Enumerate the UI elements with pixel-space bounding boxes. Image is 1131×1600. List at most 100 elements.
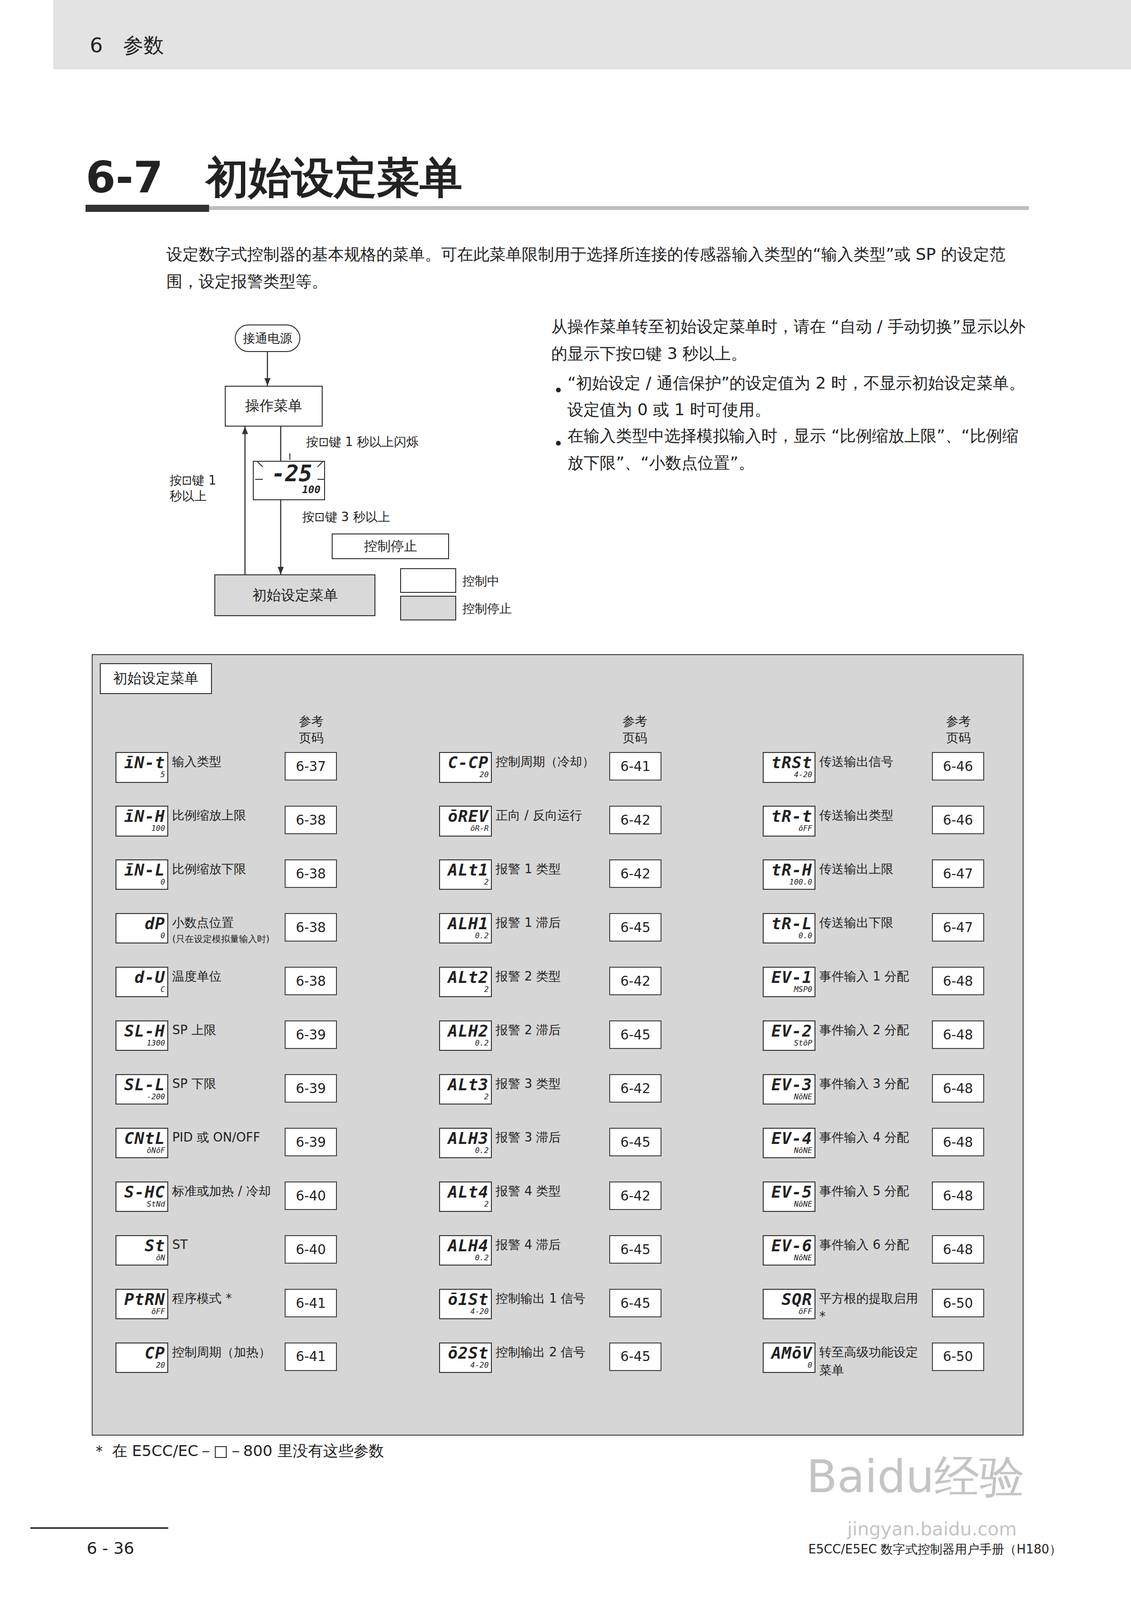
box-label: 6-39 (295, 1134, 326, 1151)
parameter-code: dP (118, 915, 166, 932)
flow-arrow (280, 426, 282, 575)
column-header: 参考 页码 (294, 713, 329, 747)
page-ref-box: 6-45 (609, 1289, 662, 1318)
parameter-code: SQR (766, 1291, 813, 1308)
parameter-name: SP 下限 (172, 1075, 279, 1094)
body-text: 从操作菜单转至初始设定菜单时，请在 “自动 / 手动切换”显示以外的显示下按⊡键… (551, 313, 1029, 367)
parameter-display: īN-H100比例缩放上限 (115, 805, 169, 837)
parameter-display: ALH20.2报警 2 滞后 (439, 1020, 493, 1052)
box-label: 6-45 (620, 920, 651, 936)
page-ref-box: 6-48 (931, 1128, 985, 1157)
title-rule (209, 206, 1029, 211)
parameter-code: īN-H (118, 808, 166, 825)
page-ref-box: 6-39 (284, 1020, 337, 1050)
parameter-name: 正向 / 反向运行 (495, 806, 603, 825)
parameter-display: StōNST (115, 1235, 169, 1266)
parameter-value: ōFF (766, 1307, 813, 1317)
parameter-code: EV-3 (766, 1076, 813, 1093)
parameter-display: dP0小数点位置(只在设定模拟量输入时) (115, 913, 169, 944)
parameter-name: ST (172, 1236, 279, 1255)
page-ref-box: 6-48 (931, 1020, 985, 1050)
page-ref-box: 6-38 (284, 967, 337, 996)
parameter-display: tR-H100.0传送输出上限 (762, 859, 816, 891)
page-ref-box: 6-38 (284, 805, 337, 835)
parameter-value: 0.2 (442, 1039, 489, 1048)
parameter-value: -200 (118, 1092, 166, 1102)
parameter-value: 100 (118, 824, 166, 834)
page-ref-box: 6-37 (284, 752, 337, 781)
box-label: 接通电源 (242, 330, 293, 347)
parameter-display: ōREVōR-R正向 / 反向运行 (439, 805, 493, 837)
page-ref-box: 6-42 (609, 1181, 662, 1211)
parameter-name: PID 或 ON/OFF (172, 1129, 279, 1148)
state-box: 控制停止 (331, 533, 450, 560)
page-ref-box: 6-48 (931, 1181, 985, 1211)
parameter-code: ō1St (442, 1291, 489, 1308)
page-ref-box: 6-48 (931, 967, 985, 996)
parameter-name: 输入类型 (172, 753, 279, 772)
bullet-text: 在输入类型中选择模拟输入时，显示 “比例缩放上限”、“比例缩放下限”、“小数点位… (567, 422, 1029, 477)
parameter-value: NōNE (766, 1200, 813, 1209)
parameter-display: tR-L0.0传送输出下限 (762, 913, 816, 944)
page-ref-box: 6-42 (609, 967, 662, 996)
parameter-value: StōP (766, 1039, 813, 1048)
box-label: 6-47 (942, 866, 973, 882)
parameter-display: ALH30.2报警 3 滞后 (439, 1128, 493, 1159)
legend-swatch (400, 568, 457, 594)
parameter-display: AMōV0转至高级功能设定菜单 (762, 1342, 816, 1374)
box-label: 6-39 (295, 1081, 326, 1097)
box-label: 6-45 (620, 1349, 651, 1365)
legend-swatch (400, 595, 457, 621)
parameter-name: 控制输出 1 信号 (495, 1290, 603, 1309)
legend-text: 控制中 (462, 573, 500, 590)
parameter-code: ALH3 (442, 1130, 489, 1147)
parameter-value: 0 (766, 1361, 813, 1371)
parameter-code: C-CP (442, 754, 489, 771)
column-header: 参考 页码 (940, 713, 976, 747)
parameter-display: īN-L0比例缩放下限 (115, 859, 169, 891)
header-band (53, 0, 1131, 70)
parameter-display: PtRNōFF程序模式 * (115, 1289, 169, 1320)
parameter-code: PtRN (118, 1291, 166, 1308)
parameter-code: SL-L (118, 1076, 166, 1093)
parameter-name: 控制输出 2 信号 (495, 1343, 603, 1362)
box-label: 6-42 (620, 973, 651, 990)
box-label: 6-48 (942, 1188, 973, 1205)
parameter-value: 0 (118, 931, 166, 941)
parameter-name: 事件输入 2 分配 (819, 1021, 927, 1040)
box-label: 6-42 (620, 1188, 651, 1205)
parameter-value: NōNE (766, 1092, 813, 1102)
parameter-value: 0.2 (442, 931, 489, 941)
parameter-value: 1300 (118, 1039, 166, 1048)
page-ref-box: 6-41 (284, 1289, 337, 1318)
lcd-display (253, 453, 326, 500)
page-ref-box: 6-47 (931, 859, 985, 889)
parameter-value: StNd (118, 1200, 166, 1209)
footnote: ＊ 在 E5CC/EC－□－800 里没有这些参数 (91, 1441, 384, 1463)
box-label: 6-45 (620, 1134, 651, 1151)
parameter-code: d-U (118, 969, 166, 986)
parameter-code: ōREV (442, 808, 489, 825)
parameter-value: NōNE (766, 1146, 813, 1156)
parameter-name: 比例缩放上限 (172, 806, 279, 825)
watermark: jingyan.baidu.com (847, 1518, 1017, 1541)
parameter-name: 程序模式 * (172, 1290, 279, 1309)
box-label: 6-50 (942, 1295, 973, 1312)
box-label: 6-45 (620, 1295, 651, 1312)
parameter-name: 报警 4 类型 (495, 1182, 603, 1201)
parameter-code: ALt3 (442, 1076, 489, 1093)
box-label: 6-50 (942, 1349, 973, 1365)
parameter-code: ō2St (442, 1345, 489, 1362)
box-label: 6-41 (295, 1295, 326, 1312)
flow-note: 按⊡键 1 秒以上闪烁 (306, 433, 419, 451)
parameter-value: 4-20 (442, 1307, 489, 1317)
parameter-note: (只在设定模拟量输入时) (172, 933, 279, 946)
bullet (555, 440, 561, 446)
parameter-code: EV-2 (766, 1023, 813, 1040)
parameter-display: CP20控制周期（加热） (115, 1342, 169, 1374)
display-value: -25 (263, 460, 321, 487)
parameter-display: EV-2StōP事件输入 2 分配 (762, 1020, 816, 1052)
box-label: 6-41 (620, 758, 651, 775)
box-label: 6-47 (942, 920, 973, 936)
parameter-name: 平方根的提取启用 * (819, 1290, 927, 1326)
